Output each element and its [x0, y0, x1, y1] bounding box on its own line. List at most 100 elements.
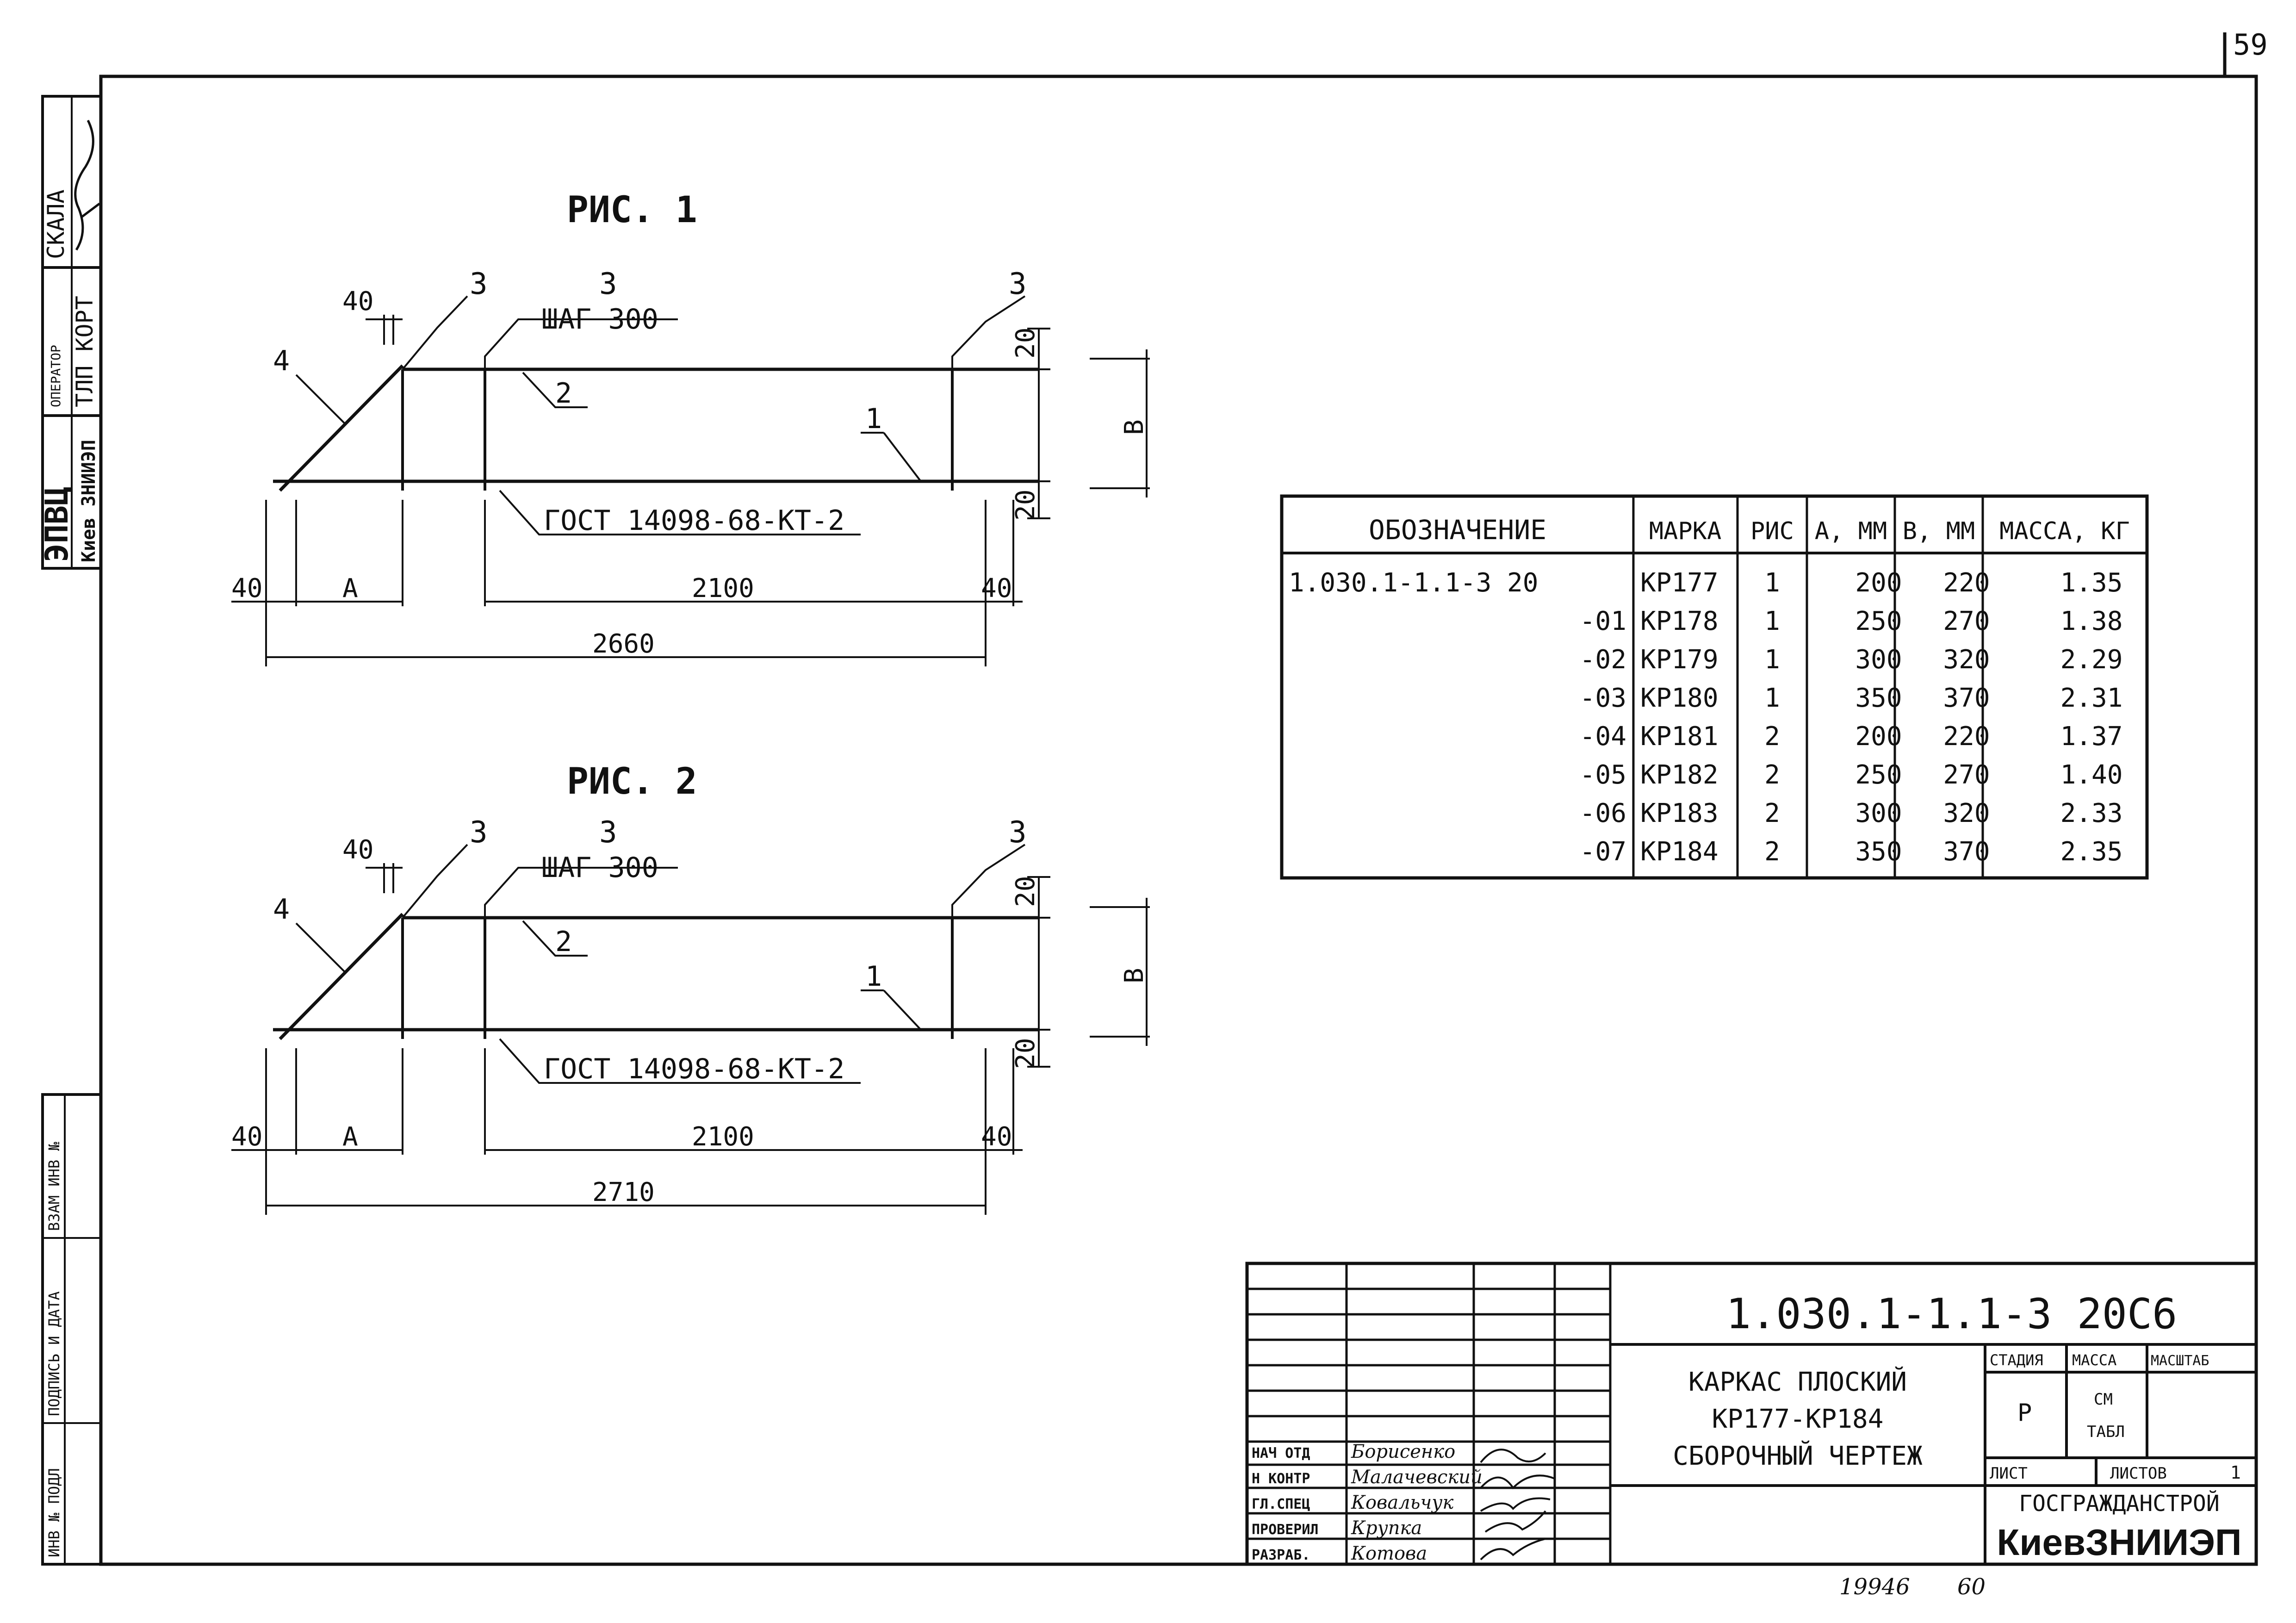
- dim-40-top: [366, 863, 403, 893]
- spec-cell: -01: [1580, 606, 1626, 636]
- spec-cell: 300: [1855, 798, 1902, 828]
- dim-span: 2100: [692, 573, 754, 603]
- podpis-data-label: ПОДПИСЬ И ДАТА: [45, 1291, 63, 1416]
- spec-cell: КР182: [1640, 760, 1719, 790]
- spec-header-cell: МАССА, КГ: [1999, 517, 2130, 545]
- massa-label: МАССА: [2072, 1351, 2116, 1369]
- callout-4: 4: [273, 345, 290, 377]
- dim-total: 2710: [592, 1177, 655, 1207]
- spec-cell: 1.030.1-1.1-3 20: [1289, 568, 1538, 598]
- spec-cell: 2.35: [2060, 837, 2123, 867]
- dim-20-lines: [1018, 876, 1050, 1068]
- org-line-1: ГОСГРАЖДАНСТРОЙ: [2019, 1490, 2219, 1517]
- spec-header-cell: РИС: [1750, 517, 1794, 545]
- signatures: [1480, 1449, 1555, 1561]
- document-code: 1.030.1-1.1-3 20С6: [1726, 1290, 2177, 1338]
- role-name: Малачевский: [1351, 1467, 1483, 1488]
- role-name: Ковальчук: [1351, 1492, 1454, 1513]
- spec-cell: 370: [1943, 683, 1990, 713]
- tlp-kort-label: ТЛП КОРТ: [71, 296, 98, 407]
- dimension-lines: [231, 601, 1023, 658]
- gost-leader: [499, 1038, 861, 1084]
- spec-cell: 300: [1855, 645, 1902, 675]
- dim-top-20: 20: [1011, 328, 1041, 359]
- dim-bot-20: 20: [1011, 1038, 1041, 1069]
- spec-cell: 370: [1943, 837, 1990, 867]
- dim-a: A: [342, 573, 358, 603]
- dim-40-top: [366, 315, 403, 345]
- spec-header-cell: A, ММ: [1815, 517, 1887, 545]
- spec-cell: -05: [1580, 760, 1626, 790]
- spec-cell: 1.35: [2060, 568, 2123, 598]
- callout-3b: 3: [599, 267, 617, 301]
- spec-cell: 350: [1855, 683, 1902, 713]
- spec-cell: 220: [1943, 568, 1990, 598]
- callout-1: 1: [865, 403, 882, 435]
- org-line-2: КиевЗНИИЭП: [1997, 1522, 2242, 1563]
- role-label: НАЧ ОТД: [1252, 1445, 1310, 1461]
- callout-3a: 3: [470, 267, 488, 301]
- dim-b: [1090, 349, 1150, 497]
- name-line-1: КАРКАС ПЛОСКИЙ: [1688, 1367, 1907, 1397]
- callout-3b: 3: [599, 815, 617, 850]
- dim-b-label: B: [1119, 419, 1149, 435]
- massa-value-2: ТАБЛ: [2087, 1423, 2125, 1441]
- spec-cell: КР177: [1640, 568, 1719, 598]
- spec-cell: 1.37: [2060, 721, 2123, 752]
- role-label: ГЛ.СПЕЦ: [1252, 1496, 1310, 1512]
- vzam-inv-label: ВЗАМ ИНВ №: [45, 1142, 63, 1231]
- spec-cell: 350: [1855, 837, 1902, 867]
- spec-cell: -02: [1580, 645, 1626, 675]
- massa-value-1: СМ: [2094, 1390, 2113, 1409]
- dim-a: A: [342, 1122, 358, 1152]
- dim-left-40: 40: [231, 573, 262, 603]
- stadiya-value: Р: [2017, 1399, 2032, 1427]
- spec-cell: 250: [1855, 760, 1902, 790]
- dim-b: [1090, 898, 1150, 1046]
- gost-leader: [499, 490, 861, 535]
- dim-span: 2100: [692, 1122, 754, 1152]
- spec-cell: 2: [1764, 760, 1780, 790]
- dim-bot-20: 20: [1011, 490, 1041, 521]
- masshtab-label: МАСШТАБ: [2151, 1353, 2209, 1369]
- dim-right-40: 40: [981, 1122, 1012, 1152]
- gost-label: ГОСТ 14098-68-КТ-2: [544, 504, 844, 537]
- drawing-frame: [99, 75, 2258, 1566]
- title-block: 1.030.1-1.1-3 20С6 КАРКАС ПЛОСКИЙ КР177-…: [1245, 1262, 2258, 1566]
- spec-cell: 2: [1764, 798, 1780, 828]
- dim-b-label: B: [1119, 968, 1149, 983]
- dim-right-40: 40: [981, 573, 1012, 603]
- bar-4-diagonal: [279, 364, 404, 492]
- dimension-lines: [231, 1149, 1023, 1206]
- callout-1-leader: [861, 989, 922, 1031]
- spec-header-cell: ОБОЗНАЧЕНИЕ: [1369, 514, 1546, 546]
- dim-top-20: 20: [1011, 876, 1041, 907]
- footer-left-number: 19946: [1839, 1574, 1910, 1600]
- spec-cell: -07: [1580, 837, 1626, 867]
- role-name: Борисенко: [1351, 1441, 1455, 1462]
- spec-header-cell: МАРКА: [1649, 517, 1722, 545]
- spec-cell: КР181: [1640, 721, 1719, 752]
- name-line-3: СБОРОЧНЫЙ ЧЕРТЕЖ: [1673, 1441, 1923, 1471]
- figure-2-title: РИС. 2: [567, 761, 697, 802]
- callout-1: 1: [865, 960, 882, 993]
- epvts-label: ЭПВЦ: [39, 486, 75, 562]
- spec-header-cell: B, ММ: [1903, 517, 1975, 545]
- role-name: Крупка: [1351, 1517, 1422, 1539]
- spec-cell: 320: [1943, 645, 1990, 675]
- skala-label: СКАЛА: [43, 189, 69, 259]
- spec-cell: 2.33: [2060, 798, 2123, 828]
- pitch-label: ШАГ 300: [541, 852, 658, 884]
- callout-2: 2: [555, 377, 572, 410]
- rod-3-leaders: [402, 295, 1026, 370]
- dim-total: 2660: [592, 629, 655, 659]
- callout-1-leader: [861, 432, 922, 482]
- figure-2: РИС. 2 3 3 3 ШАГ 300 2 1 4 ГОСТ 14098-68…: [231, 761, 1150, 1215]
- role-name: Котова: [1351, 1543, 1427, 1564]
- name-line-2: КР177-КР184: [1712, 1404, 1884, 1434]
- listov-label: ЛИСТОВ: [2110, 1464, 2167, 1483]
- callout-3c: 3: [1009, 267, 1027, 301]
